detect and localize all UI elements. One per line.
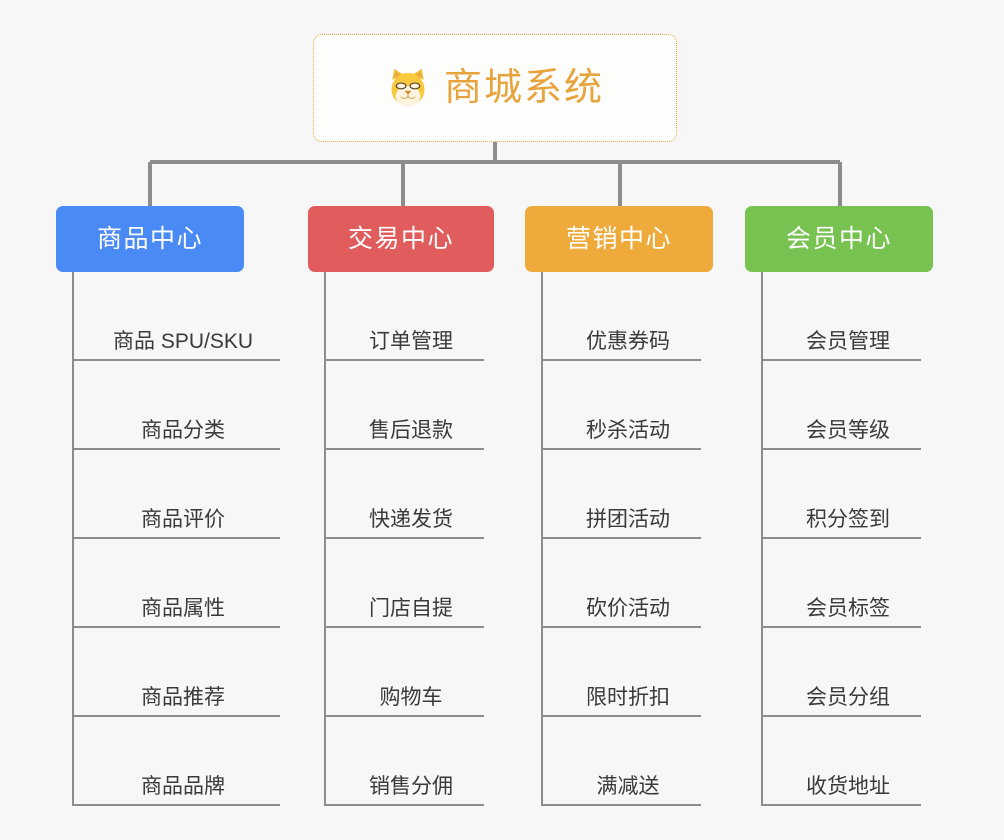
leaf-item[interactable]: 快递发货 — [324, 450, 484, 539]
leaf-item-label: 砍价活动 — [586, 596, 670, 620]
leaf-column-3: 优惠券码秒杀活动拼团活动砍价活动限时折扣满减送 — [541, 272, 721, 806]
category-box-3[interactable]: 营销中心 — [525, 206, 713, 272]
leaf-item[interactable]: 商品品牌 — [72, 717, 280, 806]
leaf-item[interactable]: 商品分类 — [72, 361, 280, 450]
leaf-item-label: 商品推荐 — [141, 685, 225, 709]
leaf-item[interactable]: 优惠券码 — [541, 272, 701, 361]
leaf-column-4: 会员管理会员等级积分签到会员标签会员分组收货地址 — [761, 272, 941, 806]
leaf-item[interactable]: 销售分佣 — [324, 717, 484, 806]
leaf-item-label: 满减送 — [596, 774, 660, 798]
category-label: 营销中心 — [565, 224, 672, 253]
leaf-item-label: 会员等级 — [806, 418, 890, 442]
leaf-item-label: 收货地址 — [806, 774, 890, 798]
root-title: 商城系统 — [443, 67, 604, 109]
category-box-4[interactable]: 会员中心 — [745, 206, 933, 272]
category-label: 交易中心 — [347, 224, 454, 253]
leaf-item-label: 购物车 — [379, 685, 443, 709]
leaf-item-label: 限时折扣 — [586, 685, 670, 709]
leaf-item[interactable]: 秒杀活动 — [541, 361, 701, 450]
leaf-item[interactable]: 会员等级 — [761, 361, 921, 450]
leaf-item-label: 商品评价 — [141, 507, 225, 531]
leaf-item-label: 商品品牌 — [141, 774, 225, 798]
leaf-spine — [324, 272, 326, 806]
leaf-item[interactable]: 商品评价 — [72, 450, 280, 539]
leaf-item[interactable]: 商品 SPU/SKU — [72, 272, 280, 361]
leaf-item[interactable]: 商品推荐 — [72, 628, 280, 717]
leaf-spine — [72, 272, 74, 806]
leaf-item-label: 商品分类 — [141, 418, 225, 442]
leaf-item-label: 商品 SPU/SKU — [112, 329, 254, 353]
leaf-item[interactable]: 门店自提 — [324, 539, 484, 628]
leaf-item[interactable]: 会员管理 — [761, 272, 921, 361]
leaf-item-label: 会员分组 — [806, 685, 890, 709]
leaf-column-2: 订单管理售后退款快递发货门店自提购物车销售分佣 — [324, 272, 504, 806]
leaf-item-label: 快递发货 — [369, 507, 453, 531]
leaf-item-label: 会员管理 — [806, 329, 890, 353]
leaf-item[interactable]: 满减送 — [541, 717, 701, 806]
leaf-item-label: 订单管理 — [369, 329, 453, 353]
leaf-item-label: 拼团活动 — [586, 507, 670, 531]
leaf-item-label: 积分签到 — [806, 507, 890, 531]
leaf-item[interactable]: 砍价活动 — [541, 539, 701, 628]
category-label: 商品中心 — [96, 224, 203, 253]
leaf-item[interactable]: 拼团活动 — [541, 450, 701, 539]
leaf-item-label: 门店自提 — [369, 596, 453, 620]
shiba-dog-icon — [391, 68, 425, 107]
leaf-item[interactable]: 售后退款 — [324, 361, 484, 450]
category-label: 会员中心 — [785, 224, 892, 253]
leaf-item[interactable]: 会员标签 — [761, 539, 921, 628]
leaf-item-label: 优惠券码 — [586, 329, 670, 353]
leaf-item[interactable]: 购物车 — [324, 628, 484, 717]
leaf-spine — [761, 272, 763, 806]
leaf-item-label: 销售分佣 — [369, 774, 453, 798]
category-box-1[interactable]: 商品中心 — [56, 206, 244, 272]
leaf-item[interactable]: 订单管理 — [324, 272, 484, 361]
leaf-item[interactable]: 会员分组 — [761, 628, 921, 717]
leaf-spine — [541, 272, 543, 806]
leaf-item[interactable]: 限时折扣 — [541, 628, 701, 717]
leaf-item[interactable]: 商品属性 — [72, 539, 280, 628]
leaf-item-label: 商品属性 — [141, 596, 225, 620]
leaf-item-label: 售后退款 — [369, 418, 453, 442]
leaf-item-label: 会员标签 — [806, 596, 890, 620]
leaf-item[interactable]: 积分签到 — [761, 450, 921, 539]
category-box-2[interactable]: 交易中心 — [308, 206, 494, 272]
leaf-column-1: 商品 SPU/SKU 商品分类商品评价商品属性商品推荐商品品牌 — [72, 272, 300, 806]
leaf-item[interactable]: 收货地址 — [761, 717, 921, 806]
leaf-item-label: 秒杀活动 — [586, 418, 670, 442]
root-node[interactable]: 商城系统 — [313, 34, 677, 142]
